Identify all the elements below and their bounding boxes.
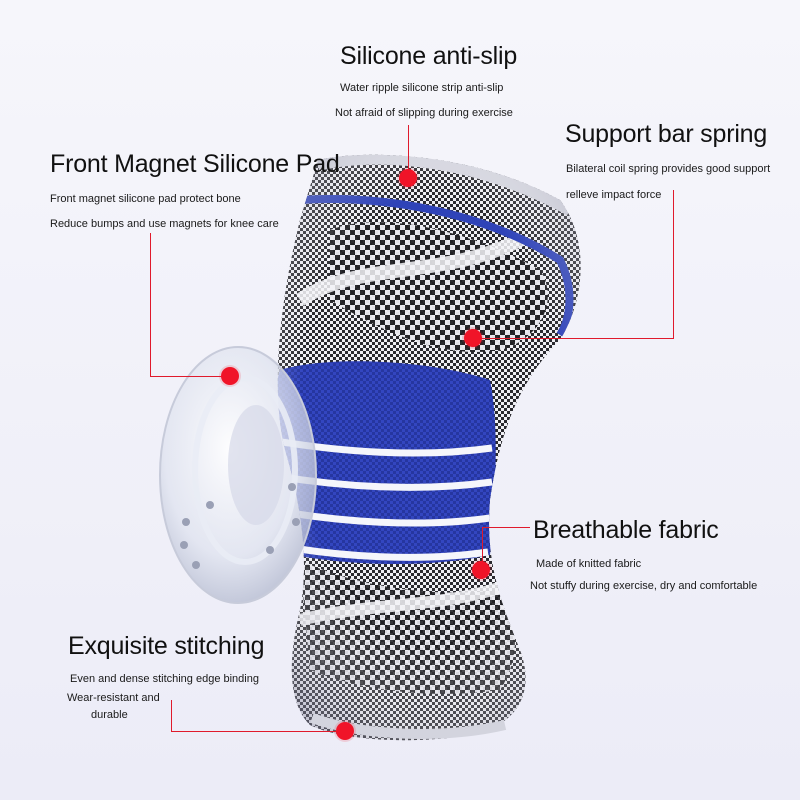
magnet-line2: Reduce bumps and use magnets for knee ca… <box>50 218 279 230</box>
marker-silicone <box>399 169 417 187</box>
spring-line2: relleve impact force <box>566 189 662 201</box>
leader-magnet-v <box>150 233 151 376</box>
magnet-line1: Front magnet silicone pad protect bone <box>50 193 241 205</box>
fabric-line1: Made of knitted fabric <box>536 558 642 570</box>
stitching-line2: Wear-resistant and <box>67 692 160 704</box>
spring-title: Support bar spring <box>565 120 768 148</box>
stitching-title: Exquisite stitching <box>68 632 265 660</box>
spring-line1: Bilateral coil spring provides good supp… <box>566 163 771 175</box>
magnet-title: Front Magnet Silicone Pad <box>50 150 340 178</box>
leader-silicone <box>408 125 409 177</box>
leader-spring-v <box>673 190 674 338</box>
marker-stitching <box>336 722 354 740</box>
leader-fabric-v <box>482 527 483 571</box>
leader-stitching-v <box>171 700 172 731</box>
silicone-line2: Not afraid of slipping during exercise <box>335 107 513 119</box>
silicone-line1: Water ripple silicone strip anti-slip <box>340 82 504 94</box>
leader-magnet-h <box>150 376 230 377</box>
silicone-title: Silicone anti-slip <box>340 42 518 70</box>
fabric-line2: Not stuffy during exercise, dry and comf… <box>530 580 758 592</box>
marker-spring <box>464 329 482 347</box>
silicone-pad-shape <box>159 346 317 604</box>
marker-fabric <box>472 561 490 579</box>
leader-stitching-h <box>171 731 345 732</box>
marker-magnet <box>221 367 239 385</box>
stitching-line3: durable <box>91 709 128 721</box>
leader-fabric-h <box>482 527 530 528</box>
stitching-line1: Even and dense stitching edge binding <box>70 673 259 685</box>
leader-spring-h <box>473 338 674 339</box>
fabric-title: Breathable fabric <box>533 516 719 544</box>
